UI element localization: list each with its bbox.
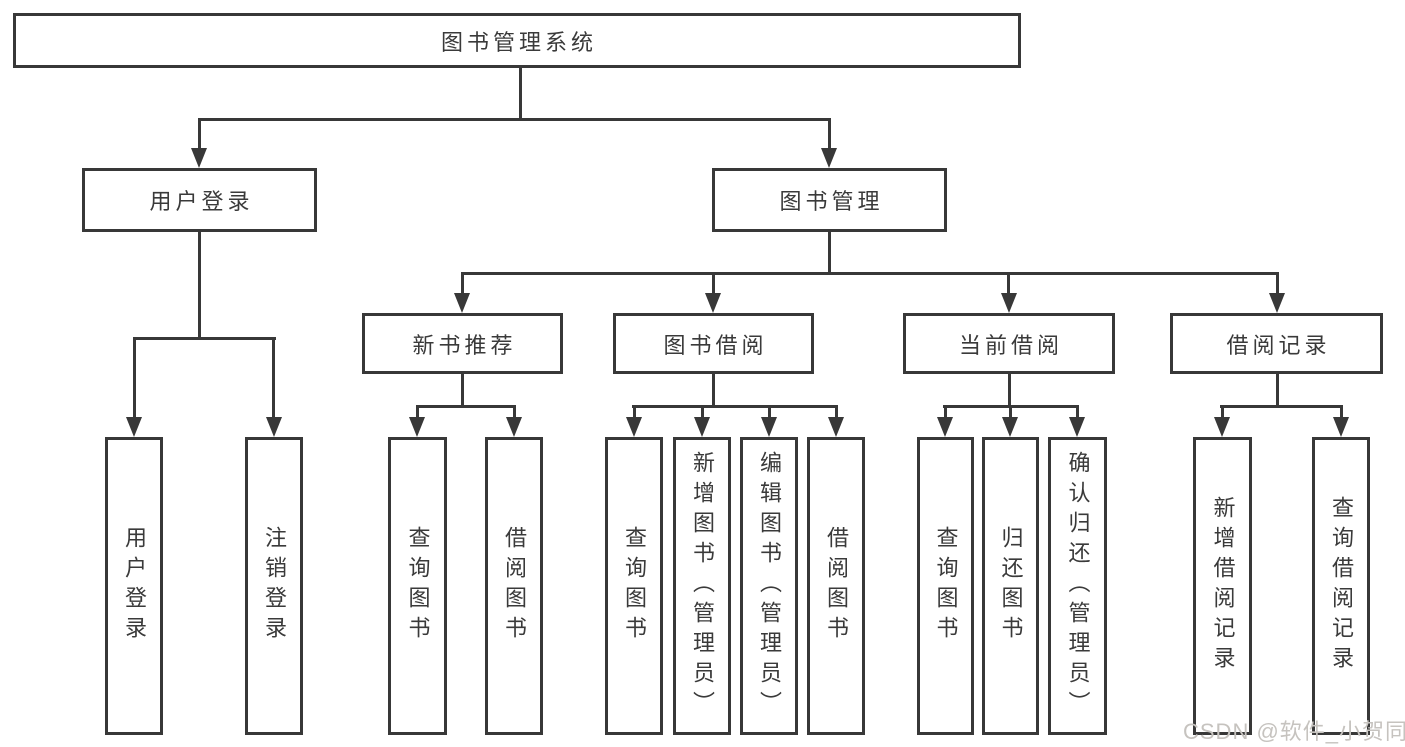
connector-vline [1076,405,1079,421]
connector-vline [1340,405,1343,421]
connector-hline [198,118,831,121]
arrow-down-icon [1269,293,1285,313]
arrow-down-icon [821,148,837,168]
leaf-confirm-return-admin: 确认归还（管理员） [1048,437,1107,735]
node-current-borrow: 当前借阅 [903,313,1115,374]
arrow-down-icon [705,293,721,313]
leaf-borrow-books: 借阅图书 [807,437,865,735]
connector-hline [416,405,516,408]
arrow-down-icon [1214,417,1230,437]
connector-vline [1007,272,1010,297]
arrow-down-icon [454,293,470,313]
connector-vline [701,405,704,421]
leaf-borrow-books-label: 借阅图书 [824,526,849,646]
connector-vline [1276,272,1279,297]
leaf-edit-book-admin: 编辑图书（管理员） [740,437,798,735]
leaf-query-books-current-label: 查询图书 [933,526,959,646]
leaf-user-login-label: 用户登录 [122,526,147,646]
leaf-confirm-return-admin-label: 确认归还（管理员） [1065,451,1091,721]
arrow-down-icon [1069,417,1085,437]
node-book-borrow: 图书借阅 [613,313,814,374]
arrow-down-icon [1002,417,1018,437]
connector-vline [828,118,831,152]
leaf-add-book-admin-label: 新增图书（管理员） [690,451,715,721]
leaf-query-borrow-record-label: 查询借阅记录 [1329,496,1354,676]
arrow-down-icon [266,417,282,437]
node-root-label: 图书管理系统 [440,29,597,55]
leaf-add-borrow-record: 新增借阅记录 [1193,437,1252,735]
arrow-down-icon [191,148,207,168]
connector-vline [1276,374,1279,407]
connector-vline [461,374,464,407]
node-user-login: 用户登录 [82,168,317,232]
leaf-query-books-borrow-label: 查询图书 [622,526,647,646]
node-book-management: 图书管理 [712,168,947,232]
leaf-query-books-recommend: 查询图书 [388,437,447,735]
node-current-borrow-label: 当前借阅 [958,332,1063,358]
connector-vline [712,272,715,297]
connector-hline [1220,405,1343,408]
leaf-return-books-label: 归还图书 [998,526,1024,646]
leaf-logout-label: 注销登录 [262,526,287,646]
arrow-down-icon [626,417,642,437]
arrow-down-icon [1333,417,1349,437]
arrow-down-icon [409,417,425,437]
node-new-book-recommend-label: 新书推荐 [412,332,517,358]
arrow-down-icon [506,417,522,437]
node-book-management-label: 图书管理 [779,189,884,214]
connector-hline [461,272,1279,275]
leaf-user-login: 用户登录 [105,437,163,735]
connector-vline [461,272,464,297]
connector-vline [272,337,275,421]
arrow-down-icon [937,417,953,437]
leaf-add-borrow-record-label: 新增借阅记录 [1210,496,1236,676]
connector-vline [1008,374,1011,407]
leaf-edit-book-admin-label: 编辑图书（管理员） [757,451,782,721]
node-borrow-records: 借阅记录 [1170,313,1383,374]
connector-vline [768,405,771,421]
connector-vline [835,405,838,421]
node-new-book-recommend: 新书推荐 [362,313,563,374]
connector-hline [133,337,276,340]
connector-vline [133,337,136,421]
leaf-query-books-borrow: 查询图书 [605,437,663,735]
node-root: 图书管理系统 [13,13,1021,68]
arrow-down-icon [1001,293,1017,313]
connector-vline [712,374,715,407]
connector-vline [1221,405,1224,421]
leaf-query-books-current: 查询图书 [917,437,974,735]
leaf-logout: 注销登录 [245,437,303,735]
arrow-down-icon [761,417,777,437]
connector-vline [944,405,947,421]
arrow-down-icon [694,417,710,437]
connector-vline [513,405,516,421]
node-user-login-label: 用户登录 [149,189,254,214]
node-book-borrow-label: 图书借阅 [663,332,768,358]
connector-vline [519,66,522,121]
arrow-down-icon [126,417,142,437]
connector-vline [198,232,201,340]
connector-vline [828,232,831,275]
connector-hline [632,405,838,408]
leaf-return-books: 归还图书 [982,437,1039,735]
connector-vline [1009,405,1012,421]
leaf-borrow-books-recommend: 借阅图书 [485,437,543,735]
connector-vline [416,405,419,421]
leaf-add-book-admin: 新增图书（管理员） [673,437,731,735]
arrow-down-icon [828,417,844,437]
node-borrow-records-label: 借阅记录 [1226,332,1331,358]
connector-vline [633,405,636,421]
watermark: CSDN @软件_小贺同学 [1183,719,1405,744]
leaf-query-books-recommend-label: 查询图书 [405,526,431,646]
connector-vline [198,118,201,152]
leaf-query-borrow-record: 查询借阅记录 [1312,437,1370,735]
leaf-borrow-books-recommend-label: 借阅图书 [502,526,527,646]
